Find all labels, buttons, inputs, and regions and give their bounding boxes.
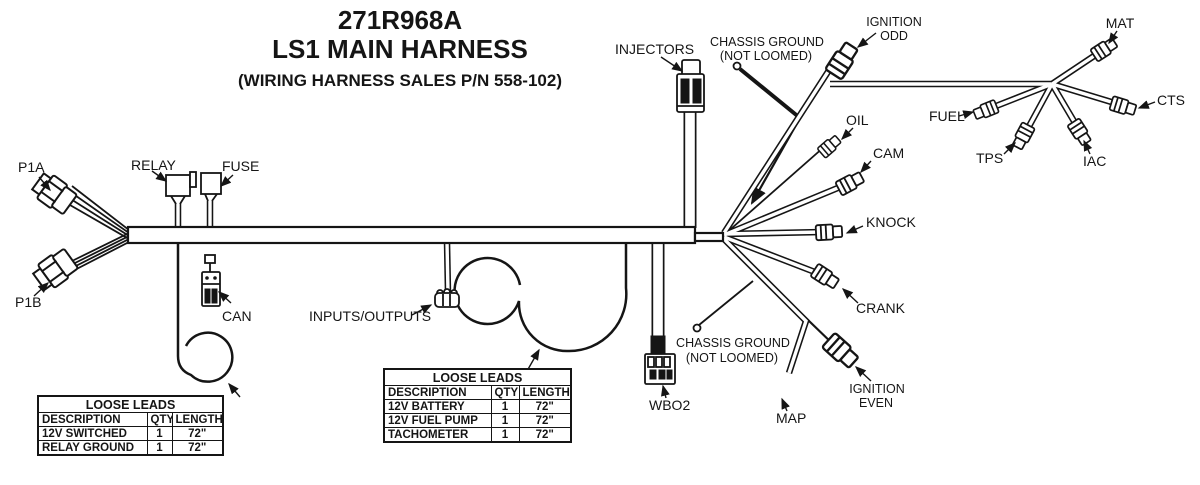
injectors-label: INJECTORS [615,41,694,57]
cell-length: 72" [518,413,572,428]
iac-label: IAC [1083,153,1106,169]
crank-connector [809,262,842,292]
sales-part-number: (WIRING HARNESS SALES P/N 558-102) [237,71,562,91]
fuse-label: FUSE [222,158,259,174]
loomed-tubes [178,52,1118,373]
main-trunk-neck [693,231,725,243]
oil-label: OIL [846,112,869,128]
cts-connector [1108,95,1138,118]
tps-connector [1009,121,1036,152]
col-header: QTY [146,412,173,427]
cell-description: 12V SWITCHED [37,426,148,441]
table-row: 12V SWITCHED 1 72" [37,426,224,441]
inputs-outputs-label: INPUTS/OUTPUTS [309,308,431,324]
loose-leads-coil-middle [453,243,628,353]
ignition-even-label2: EVEN [859,396,893,410]
col-header: DESCRIPTION [383,385,492,400]
p1b-connector [29,245,81,295]
col-header: LENGTH [518,385,572,400]
cell-description: 12V FUEL PUMP [383,413,492,428]
ring-terminal-icon [732,61,742,71]
main-trunk [126,225,697,245]
cell-length: 72" [518,427,572,443]
cell-qty: 1 [146,440,173,456]
table-header-row: DESCRIPTION QTY LENGTH [383,385,572,400]
injectors-connector [676,59,705,113]
cell-description: TACHOMETER [383,427,492,443]
fuel-label: FUEL [929,108,965,124]
cam-label: CAM [873,145,904,161]
loose-leads-coil-left [176,243,234,383]
loose-leads-table-left: LOOSE LEADS DESCRIPTION QTY LENGTH 12V S… [37,395,224,456]
table-row: TACHOMETER 1 72" [383,427,572,443]
mat-label: MAT [1106,15,1135,31]
ignition-odd-connector [824,39,862,81]
relay-component [165,171,197,205]
chassis-ground-bottom-terminal [692,323,702,333]
ignition-odd-label: IGNITION [866,15,922,29]
chassis-ground-top-label2: (NOT LOOMED) [720,49,812,63]
loose-leads-table-middle: LOOSE LEADS DESCRIPTION QTY LENGTH 12V B… [383,368,572,443]
fuel-connector [971,98,1000,122]
knock-connector [814,223,844,242]
table-title: LOOSE LEADS [37,395,224,413]
cell-length: 72" [171,440,224,456]
wbo2-label: WBO2 [649,397,690,413]
cts-label: CTS [1157,92,1185,108]
tps-label: TPS [976,150,1003,166]
table-header-row: DESCRIPTION QTY LENGTH [37,412,224,427]
cell-qty: 1 [490,427,520,443]
cam-connector [834,169,867,197]
cell-qty: 1 [146,426,173,441]
mat-connector [1089,35,1120,63]
table-title-row: LOOSE LEADS [383,368,572,386]
col-header: QTY [490,385,520,400]
inputs-outputs-connector [434,288,460,308]
iac-connector [1066,117,1094,148]
p1a-connector [28,168,80,218]
can-label: CAN [222,308,252,324]
cell-description: RELAY GROUND [37,440,148,456]
p1a-wires [62,185,130,240]
table-title-row: LOOSE LEADS [37,395,224,413]
cell-length: 72" [518,399,572,414]
cell-qty: 1 [490,399,520,414]
crank-label: CRANK [856,300,906,316]
diagram-title: LS1 MAIN HARNESS [272,33,528,64]
table-row: 12V FUEL PUMP 1 72" [383,413,572,428]
ignition-even-label: IGNITION [849,382,905,396]
chassis-ground-bottom-label2: (NOT LOOMED) [686,351,778,365]
chassis-ground-bottom-label: CHASSIS GROUND [676,336,790,350]
cell-qty: 1 [490,413,520,428]
col-header: LENGTH [171,412,224,427]
p1a-label: P1A [18,159,45,175]
oil-connector [816,133,844,159]
fuse-component [200,172,222,202]
chassis-ground-bottom-wire [698,280,754,326]
chassis-ground-top-label: CHASSIS GROUND [710,35,824,49]
leader-arrows [33,30,1156,412]
cell-description: 12V BATTERY [383,399,492,414]
table-title: LOOSE LEADS [383,368,572,386]
part-number: 271R968A [337,5,463,35]
map-label: MAP [776,410,806,426]
table-row: 12V BATTERY 1 72" [383,399,572,414]
cell-length: 72" [171,426,224,441]
wbo2-connector [644,335,676,385]
table-row: RELAY GROUND 1 72" [37,440,224,456]
knock-label: KNOCK [866,214,916,230]
p1b-label: P1B [15,294,41,310]
ignition-odd-label2: ODD [880,29,908,43]
relay-label: RELAY [131,157,177,173]
title-block: 271R968A LS1 MAIN HARNESS (WIRING HARNES… [215,6,585,91]
col-header: DESCRIPTION [37,412,148,427]
can-connector [201,254,221,307]
oil-wire [723,146,825,236]
